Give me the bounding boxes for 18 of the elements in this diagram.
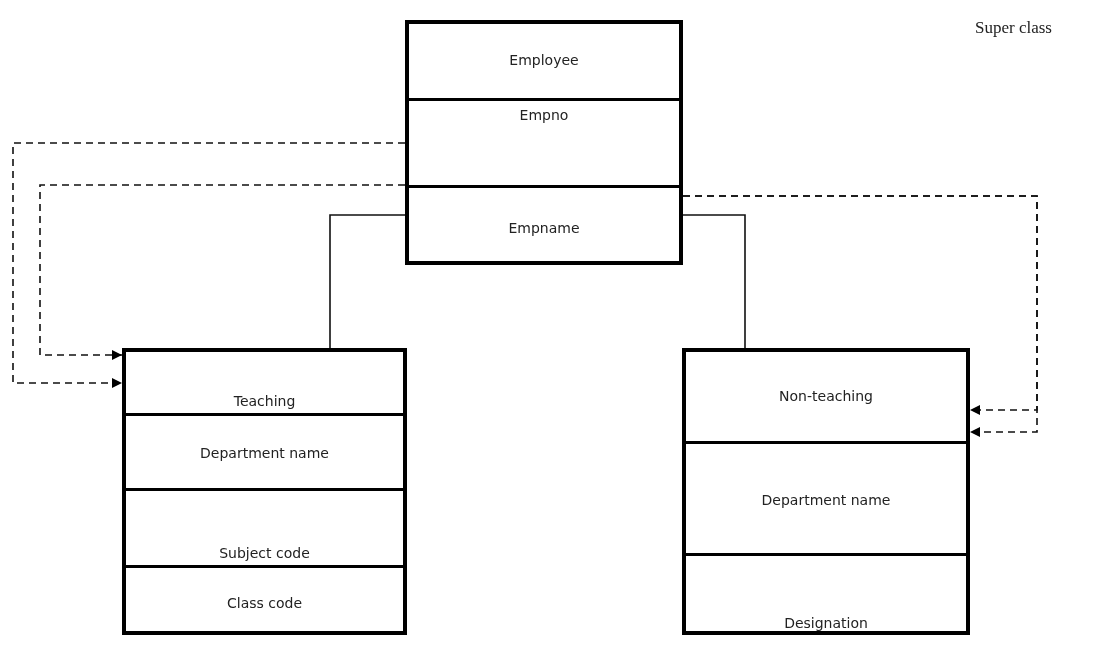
- compartment-label: Employee: [509, 52, 579, 68]
- dashed-arrow: [12, 142, 406, 388]
- compartment-label: Subject code: [219, 545, 310, 561]
- class-box: [405, 20, 683, 265]
- dashed-arrow: [39, 184, 406, 360]
- class-box: [682, 348, 970, 635]
- compartment-label: Non-teaching: [779, 387, 873, 404]
- connector-line: [329, 214, 406, 349]
- connector-line: [682, 214, 746, 349]
- compartment-label: Class code: [226, 594, 302, 611]
- compartment-label: Department name: [200, 445, 329, 461]
- compartment-label: Teaching: [233, 393, 296, 409]
- compartment-label: Empno: [519, 107, 569, 123]
- note-label: Super class: [975, 18, 1052, 38]
- compartment-label: Designation: [784, 615, 868, 631]
- compartment-label: Empname: [508, 219, 580, 236]
- class-box: [122, 348, 407, 635]
- compartment-label: Department name: [761, 491, 891, 508]
